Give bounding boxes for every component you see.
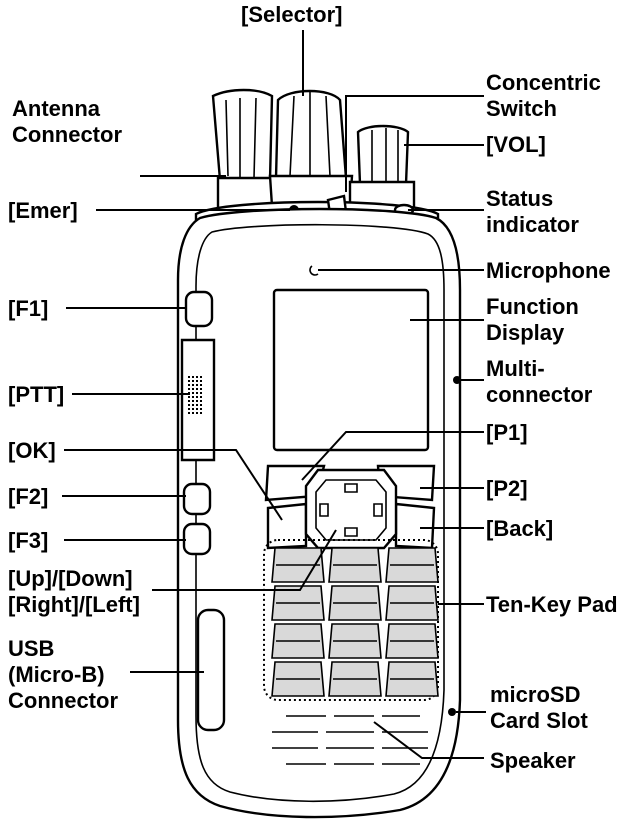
label-ok: [OK] [8, 438, 56, 463]
label-usb-3: Connector [8, 688, 118, 713]
label-vol: [VOL] [486, 132, 546, 157]
label-p2: [P2] [486, 476, 528, 501]
label-ptt: [PTT] [8, 382, 64, 407]
label-usb-2: (Micro-B) [8, 662, 105, 687]
multi-connector [453, 376, 461, 384]
label-status-2: indicator [486, 212, 579, 237]
usb-cover [196, 608, 226, 732]
f3-button [182, 522, 212, 556]
label-antenna-1: Antenna [12, 96, 101, 121]
label-f1: [F1] [8, 296, 48, 321]
label-function-2: Display [486, 320, 565, 345]
label-selector: [Selector] [241, 2, 342, 27]
label-antenna-2: Connector [12, 122, 122, 147]
label-updown-2: [Right]/[Left] [8, 592, 140, 617]
label-updown-1: [Up]/[Down] [8, 566, 133, 591]
f1-button [184, 290, 214, 328]
label-tenkey: Ten-Key Pad [486, 592, 618, 617]
antenna [211, 88, 274, 186]
label-f2: [F2] [8, 484, 48, 509]
label-speaker: Speaker [490, 748, 576, 773]
microsd-slot [448, 708, 456, 716]
leader-lines [62, 30, 486, 759]
label-emer: [Emer] [8, 198, 78, 223]
volume-knob [356, 124, 410, 192]
label-multi-2: connector [486, 382, 593, 407]
radio-body [176, 88, 462, 819]
labels: [Selector] Antenna Connector Concentric … [8, 2, 618, 773]
label-multi-1: Multi- [486, 356, 545, 381]
label-usb-1: USB [8, 636, 54, 661]
label-p1: [P1] [486, 420, 528, 445]
ten-key-pad [263, 539, 439, 701]
speaker-grill [272, 715, 428, 765]
label-concentric-1: Concentric [486, 70, 601, 95]
label-concentric-2: Switch [486, 96, 557, 121]
label-function-1: Function [486, 294, 579, 319]
microphone-hole [309, 265, 319, 276]
label-microsd-1: microSD [490, 682, 580, 707]
label-microsd-2: Card Slot [490, 708, 588, 733]
selector-knob [274, 89, 348, 186]
label-back: [Back] [486, 516, 553, 541]
function-display [272, 288, 430, 452]
label-microphone: Microphone [486, 258, 611, 283]
dpad [304, 468, 398, 550]
ok-side-key [266, 502, 308, 550]
label-status-1: Status [486, 186, 553, 211]
label-f3: [F3] [8, 528, 48, 553]
f2-button [182, 482, 212, 516]
